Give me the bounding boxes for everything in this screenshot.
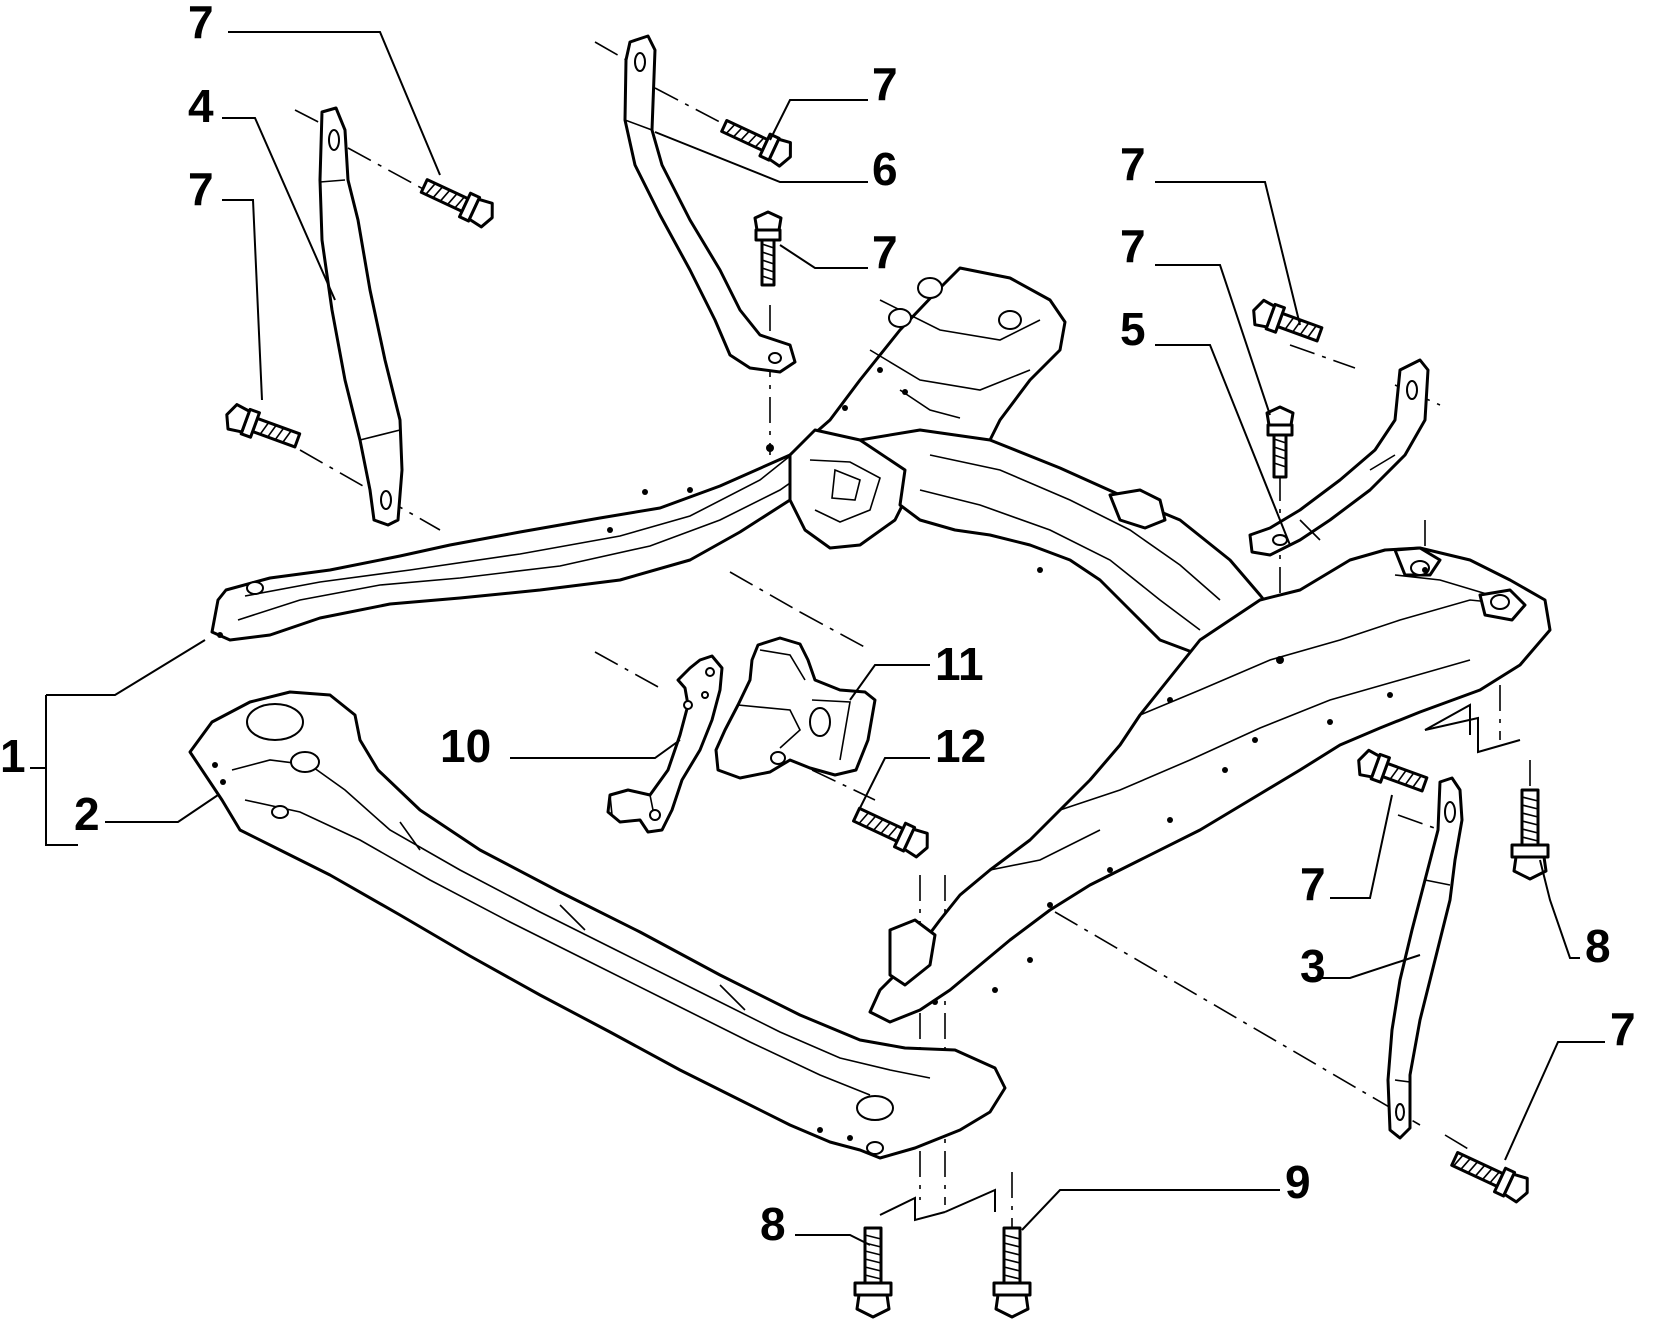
- callout-10: 10: [440, 720, 491, 772]
- callout-labels: 7 4 7 7 6 7 7 7 5 11 10 12 1 2 7 8 3 7 9…: [0, 0, 1636, 1250]
- bolt-7-bottom-right: [1450, 1151, 1529, 1204]
- bolt-7-top-bracket: [720, 119, 792, 168]
- subframe-part-1: [210, 266, 1552, 1024]
- callout-3: 3: [1300, 940, 1326, 992]
- callout-11: 11: [935, 638, 984, 690]
- callout-1: 1: [0, 730, 26, 782]
- callout-12: 12: [935, 720, 986, 772]
- long-bolt-8-right: [1510, 788, 1550, 881]
- callout-8-right: 8: [1585, 920, 1611, 972]
- bolts: [225, 119, 1550, 1319]
- callout-4: 4: [188, 80, 214, 132]
- bracket-part-10: [606, 654, 724, 834]
- bolt-7-vertical-center: [753, 210, 783, 287]
- callout-7-top-bracket: 7: [872, 58, 898, 110]
- bolt-7-left: [225, 403, 302, 449]
- callout-5: 5: [1120, 303, 1146, 355]
- bolt-7-upper-right: [1252, 298, 1324, 343]
- callout-7-lower-right: 7: [1300, 858, 1326, 910]
- callout-7-center: 7: [872, 226, 898, 278]
- strut-part-4: [318, 106, 404, 527]
- bolt-7-vertical-right: [1265, 405, 1295, 479]
- leader-lines: [30, 31, 1605, 1246]
- bracket-part-5: [1248, 358, 1430, 557]
- bolt-12: [852, 806, 929, 859]
- long-bolt-8-bottom: [853, 1226, 893, 1319]
- callout-7-right: 7: [1120, 220, 1146, 272]
- bolt-7-lower-right: [1357, 748, 1429, 793]
- callout-2: 2: [74, 788, 100, 840]
- callout-6: 6: [872, 143, 898, 195]
- long-bolt-9: [992, 1226, 1032, 1319]
- callout-7-upper-left: 7: [188, 0, 214, 48]
- bracket-part-6: [623, 34, 797, 374]
- callout-9: 9: [1285, 1156, 1311, 1208]
- callout-7-left: 7: [188, 163, 214, 215]
- callout-7-upper-right: 7: [1120, 138, 1146, 190]
- bolt-7-upper-left: [419, 178, 494, 229]
- front-crossmember-part-2: [188, 690, 1007, 1160]
- strut-part-3: [1386, 776, 1464, 1140]
- bracket-part-11: [714, 636, 877, 780]
- callout-7-bottom-right: 7: [1610, 1003, 1636, 1055]
- callout-8-bottom: 8: [760, 1198, 786, 1250]
